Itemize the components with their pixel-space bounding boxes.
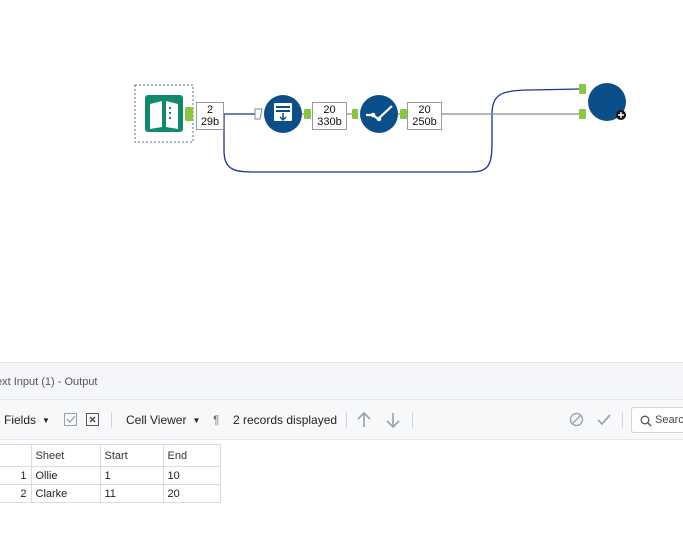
search-placeholder: Search xyxy=(655,414,683,426)
multi-row-formula-tool[interactable] xyxy=(352,95,407,133)
record-count-badge-2: 20 330b xyxy=(312,102,347,130)
table-cell[interactable]: Clarke xyxy=(30,484,101,503)
text-input-tool[interactable] xyxy=(134,84,194,143)
search-icon xyxy=(640,415,652,427)
record-size: 330b xyxy=(317,116,342,128)
column-header[interactable]: Sheet xyxy=(30,444,101,467)
table-cell[interactable]: 11 xyxy=(99,484,164,503)
toolbar-divider xyxy=(622,412,623,428)
results-header: ext Input (1) - Output xyxy=(0,362,683,400)
wire-input-to-join-left xyxy=(223,88,581,173)
fields-dropdown[interactable]: 3 Fields ▼ xyxy=(0,413,50,427)
workflow-canvas[interactable]: 2 29b 20 330b 20 250b xyxy=(0,0,683,362)
clear-selection-icon[interactable] xyxy=(86,413,99,429)
table-row[interactable]: 2 Clarke 11 20 xyxy=(0,484,221,503)
fields-label: 3 Fields xyxy=(0,413,37,427)
record-count: 20 xyxy=(418,104,431,116)
column-header[interactable]: Start xyxy=(99,444,164,467)
table-cell[interactable]: 10 xyxy=(162,466,221,485)
chevron-down-icon: ▼ xyxy=(192,416,201,425)
cell-viewer-dropdown[interactable]: Cell Viewer ▼ xyxy=(126,413,200,427)
checkbox-icon[interactable] xyxy=(64,413,77,429)
record-count-badge-1: 2 29b xyxy=(196,102,224,130)
column-header[interactable]: End xyxy=(162,444,221,467)
row-number-header xyxy=(0,444,32,467)
toolbar-divider xyxy=(111,412,112,428)
table-cell[interactable]: 20 xyxy=(162,484,221,503)
results-toolbar: 3 Fields ▼ Cell Viewer ▼ ¶ 2 records displ… xyxy=(0,400,683,440)
generate-rows-tool[interactable] xyxy=(254,95,311,133)
table-row[interactable]: 1 Ollie 1 10 xyxy=(0,466,221,485)
record-count-badge-3: 20 250b xyxy=(407,102,442,130)
search-input[interactable]: Search xyxy=(631,407,683,433)
connection-wires xyxy=(134,83,626,173)
join-tool[interactable] xyxy=(579,83,626,121)
toolbar-divider xyxy=(412,412,413,428)
row-number: 1 xyxy=(0,466,32,485)
apply-check-icon[interactable] xyxy=(596,412,612,430)
record-size: 250b xyxy=(412,116,437,128)
grid-header-row: Sheet Start End xyxy=(0,444,221,467)
table-cell[interactable]: 1 xyxy=(99,466,164,485)
record-count: 2 xyxy=(206,104,214,116)
chevron-down-icon: ▼ xyxy=(42,416,50,425)
record-count: 20 xyxy=(323,104,336,116)
arrow-up-icon[interactable] xyxy=(356,411,372,432)
row-number: 2 xyxy=(0,484,32,503)
records-displayed: 2 records displayed xyxy=(233,413,338,427)
record-size: 29b xyxy=(200,116,220,128)
results-window: ext Input (1) - Output 3 Fields ▼ Cell Vi… xyxy=(0,362,683,545)
arrow-down-icon[interactable] xyxy=(385,411,401,432)
toolbar-divider xyxy=(346,412,347,428)
cell-viewer-label: Cell Viewer xyxy=(126,413,187,427)
results-title: ext Input (1) - Output xyxy=(0,376,98,388)
cancel-icon[interactable] xyxy=(569,412,584,430)
pilcrow-icon[interactable]: ¶ xyxy=(213,413,220,427)
table-cell[interactable]: Ollie xyxy=(30,466,101,485)
results-grid[interactable]: Sheet Start End 1 Ollie 1 10 2 Clarke 11… xyxy=(0,444,221,503)
